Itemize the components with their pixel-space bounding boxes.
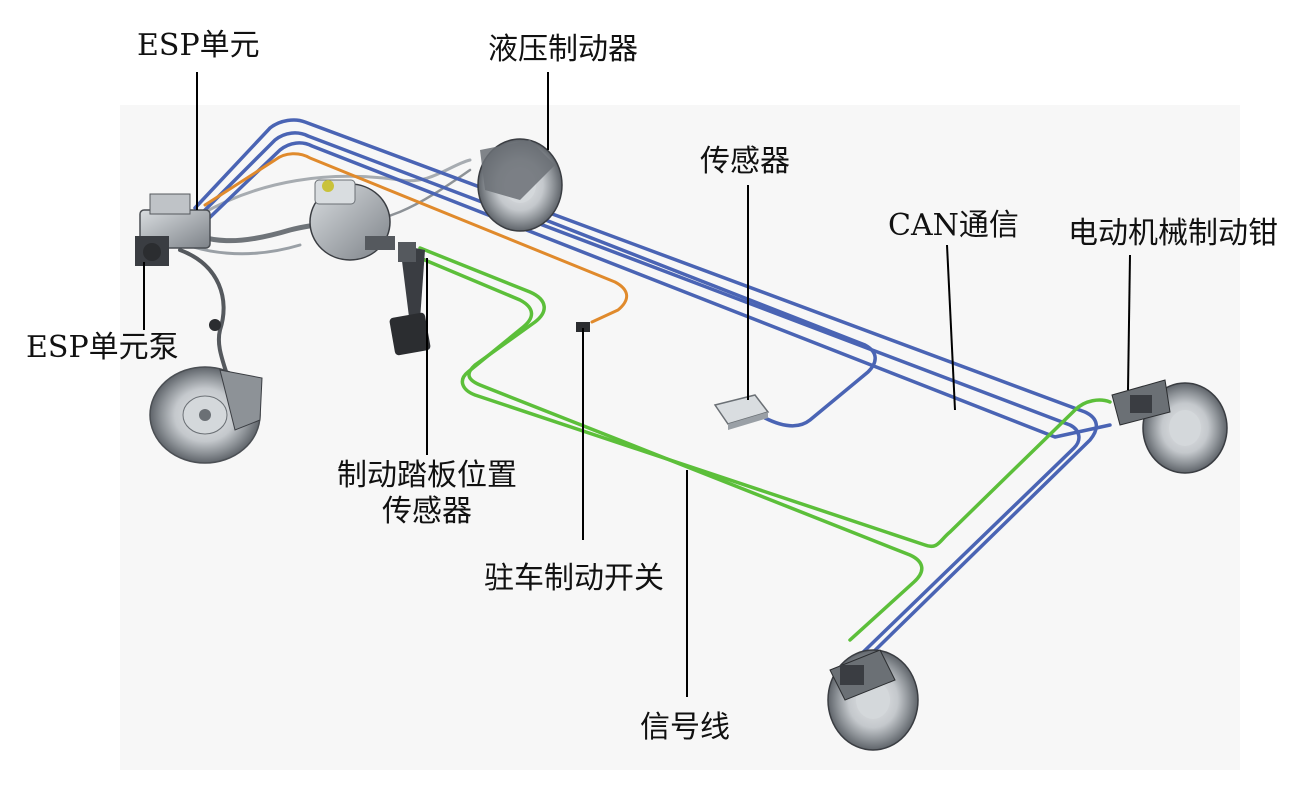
signal-lines [418,246,1112,642]
label-can-comm: CAN通信 [888,208,1019,243]
leader-lines [143,72,1131,697]
sensor-module-icon [713,394,770,430]
label-signal-line: 信号线 [640,710,730,745]
label-parking-switch: 驻车制动开关 [484,561,664,596]
orange-line [203,152,629,324]
hydraulic-brake-icon [477,138,563,232]
label-sensor: 传感器 [700,144,790,179]
brake-pedal-icon [389,242,431,356]
label-pedal-sensor-line1: 制动踏板位置 [337,458,517,493]
parking-switch-icon [576,322,590,332]
label-pedal-sensor-line2: 传感器 [382,494,472,529]
esp-unit-icon [135,193,211,266]
sensor-connector-icon [209,319,221,331]
label-pedal-sensor: 制动踏板位置 传感器 [332,458,522,530]
brake-booster-icon [309,179,395,261]
label-esp-unit: ESP单元 [137,28,260,63]
label-hydraulic-brake: 液压制动器 [488,32,638,67]
rear-right-brake-disc-icon [1111,379,1228,474]
can-lines [193,118,1112,667]
label-esp-pump: ESP单元泵 [26,330,179,365]
front-left-brake-disc-icon [149,366,263,464]
label-electro-mech-caliper: 电动机械制动钳 [1068,216,1278,251]
background-panel [120,105,1240,770]
rear-left-brake-disc-icon [827,649,919,751]
